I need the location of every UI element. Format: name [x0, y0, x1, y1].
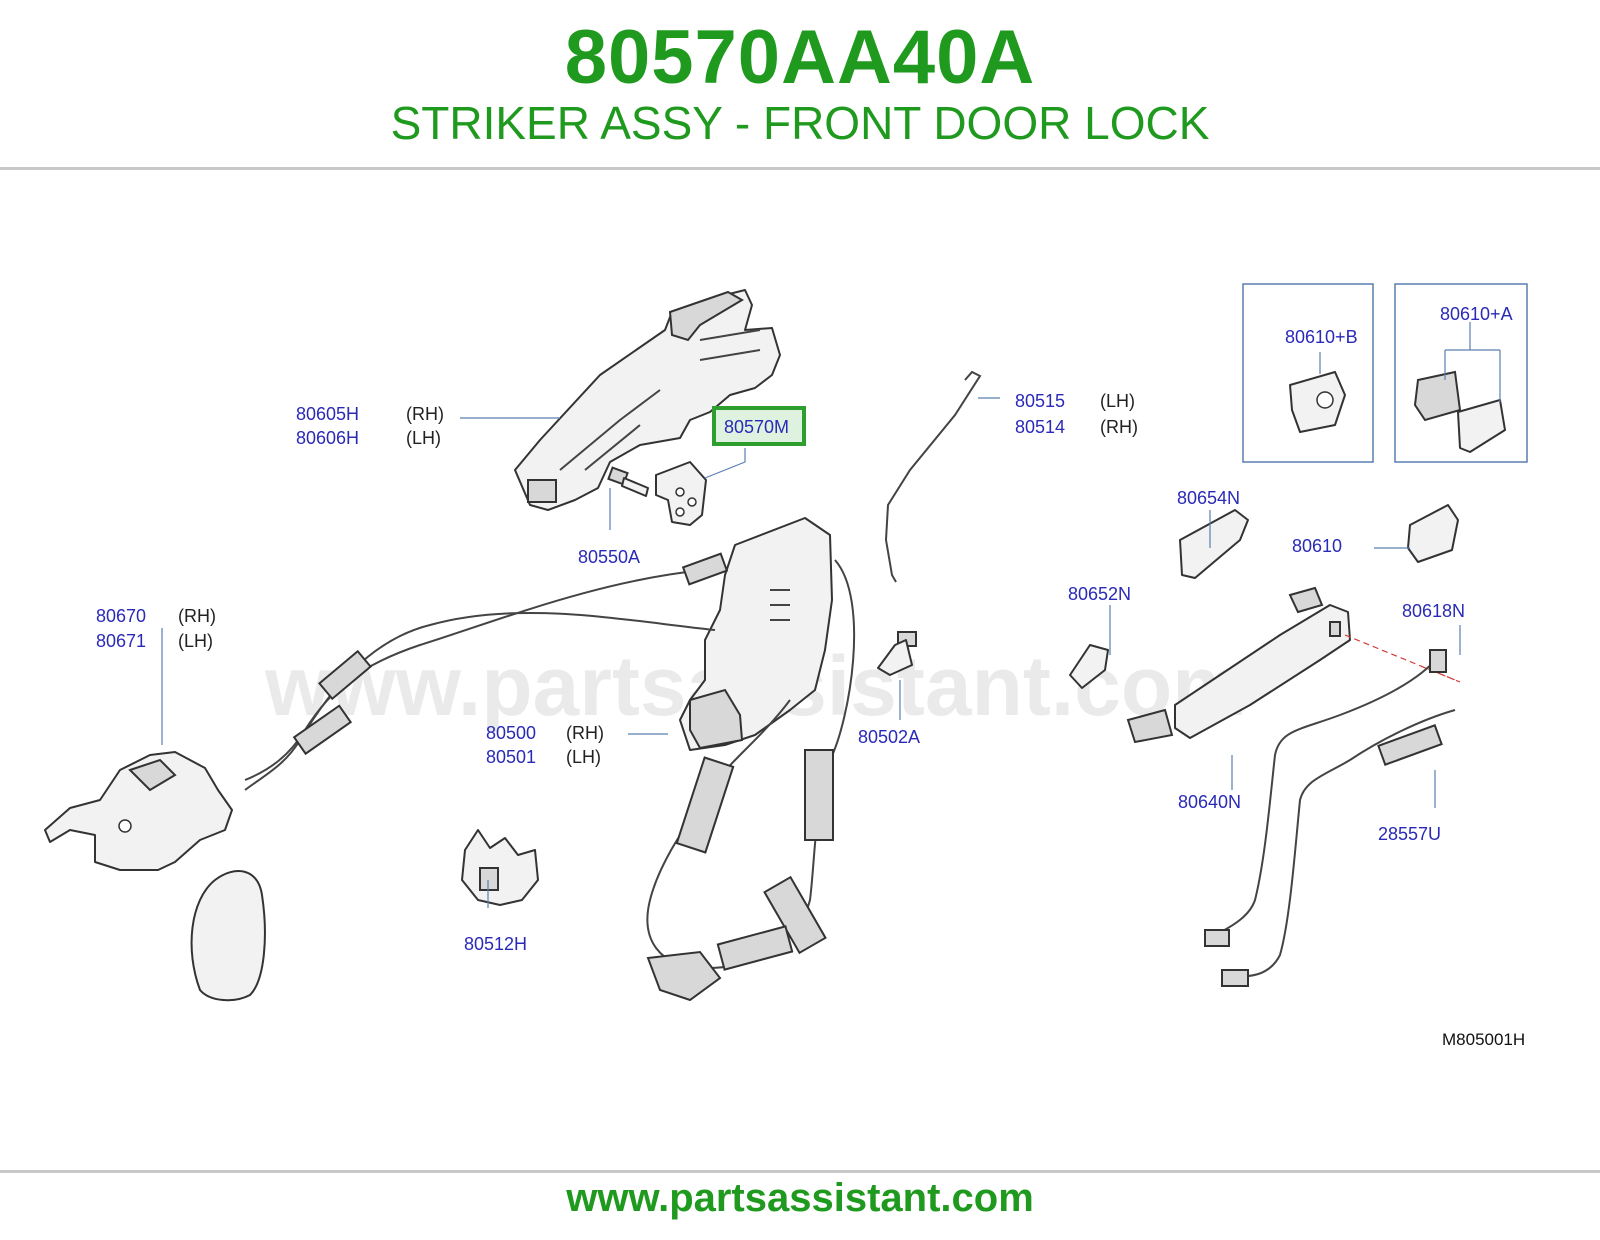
callout-80618N[interactable]: 80618N — [1402, 601, 1465, 621]
side-80605H: (RH) — [406, 404, 444, 424]
cable-sleeve — [681, 552, 729, 586]
callout-80640N[interactable]: 80640N — [1178, 792, 1241, 812]
outside-handle-bracket — [514, 289, 781, 511]
handle-cap — [1407, 504, 1459, 563]
callout-80550A[interactable]: 80550A — [578, 547, 640, 567]
top-divider — [0, 167, 1600, 170]
key-cylinder-cap — [1289, 371, 1346, 433]
parts-diagram: www.partsassistant.com — [44, 283, 1528, 1049]
cable-sleeve — [716, 925, 794, 971]
callout-80500[interactable]: 80500 — [486, 723, 536, 743]
callout-80570M[interactable]: 80570M — [724, 417, 789, 437]
side-80501: (LH) — [566, 747, 601, 767]
bolt-80502A — [877, 631, 917, 676]
inset-box-80610A — [1394, 283, 1528, 463]
header: 80570AA40A STRIKER ASSY - FRONT DOOR LOC… — [0, 0, 1600, 168]
side-80606H: (LH) — [406, 428, 441, 448]
door-lock-actuator — [679, 517, 833, 751]
callout-80514[interactable]: 80514 — [1015, 417, 1065, 437]
diagram-reference-code: M805001H — [1442, 1030, 1525, 1049]
side-80514: (RH) — [1100, 417, 1138, 437]
bolt-80550A — [607, 466, 649, 497]
cable-end-cap — [646, 950, 722, 1002]
inside-handle-escutcheon — [190, 870, 266, 1002]
callout-80605H[interactable]: 80605H — [296, 404, 359, 424]
callout-80654N[interactable]: 80654N — [1177, 488, 1240, 508]
highlight-box-80570M — [712, 406, 806, 446]
callout-80610A[interactable]: 80610+A — [1440, 304, 1513, 324]
inside-handle-cable — [244, 611, 716, 791]
inside-handle-cable — [244, 569, 706, 781]
callout-28557U[interactable]: 28557U — [1378, 824, 1441, 844]
side-80515: (LH) — [1100, 391, 1135, 411]
part-number-title: 80570AA40A — [564, 15, 1036, 100]
inset-box-80610B — [1242, 283, 1374, 463]
cable-sleeve — [292, 704, 353, 756]
callout-80515[interactable]: 80515 — [1015, 391, 1065, 411]
side-80500: (RH) — [566, 723, 604, 743]
callout-80610[interactable]: 80610 — [1292, 536, 1342, 556]
cable-sleeve — [804, 749, 834, 841]
callout-80671[interactable]: 80671 — [96, 631, 146, 651]
side-80670: (RH) — [178, 606, 216, 626]
callout-80501[interactable]: 80501 — [486, 747, 536, 767]
callout-80512H[interactable]: 80512H — [464, 934, 527, 954]
callout-80652N[interactable]: 80652N — [1068, 584, 1131, 604]
striker-assy — [655, 461, 707, 526]
part-description: STRIKER ASSY - FRONT DOOR LOCK — [390, 97, 1210, 149]
inside-handle — [44, 751, 233, 871]
outside-handle — [1126, 586, 1351, 744]
callout-80606H[interactable]: 80606H — [296, 428, 359, 448]
cable-sleeve — [318, 649, 372, 701]
handle-gasket — [1179, 509, 1249, 579]
wiring-harness — [1204, 649, 1456, 987]
key-cylinder-switch — [1413, 370, 1506, 453]
cable-sleeve — [675, 756, 735, 854]
callout-80502A[interactable]: 80502A — [858, 727, 920, 747]
bottom-divider — [0, 1170, 1600, 1173]
leader-lines — [161, 322, 1501, 908]
callout-80610B[interactable]: 80610+B — [1285, 327, 1358, 347]
callout-80670[interactable]: 80670 — [96, 606, 146, 626]
rear-gasket — [1069, 644, 1109, 689]
footer-url[interactable]: www.partsassistant.com — [566, 1176, 1034, 1220]
lock-rod — [884, 370, 982, 583]
cable-sleeve — [763, 875, 827, 955]
side-80671: (LH) — [178, 631, 213, 651]
cable-clip — [461, 829, 539, 906]
